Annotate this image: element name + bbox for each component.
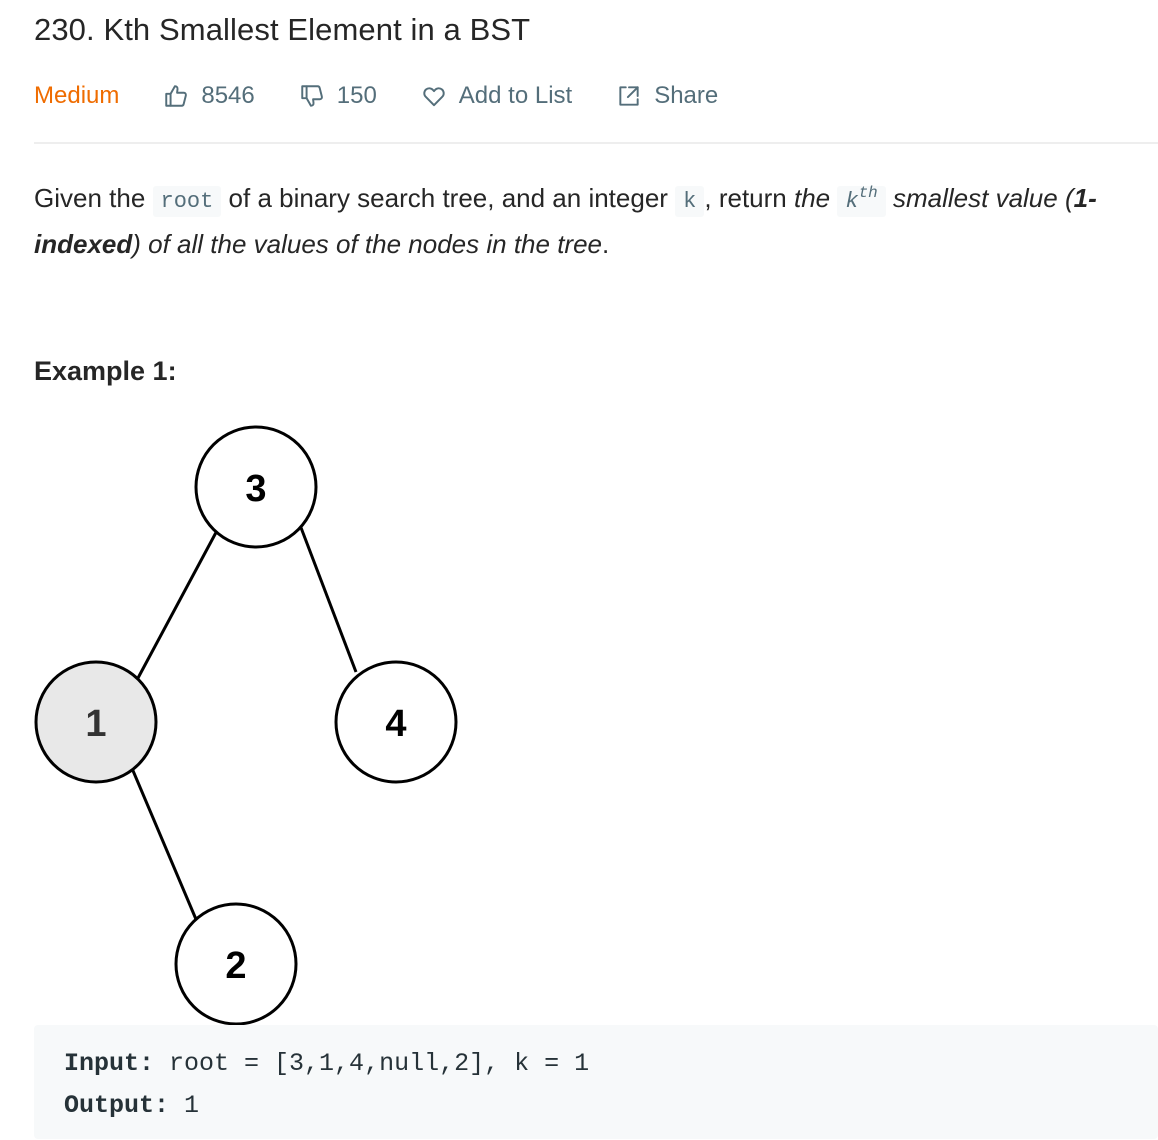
output-label: Output: (64, 1091, 170, 1120)
thumbs-down-icon (301, 85, 323, 107)
superscript-th: th (858, 184, 878, 202)
add-to-list-label: Add to List (458, 82, 573, 109)
tree-node-right: 4 (334, 660, 458, 784)
output-value: 1 (184, 1091, 200, 1120)
share-button[interactable]: Share (616, 82, 718, 110)
example-title: Example 1: (34, 356, 177, 386)
dislike-count: 150 (336, 82, 377, 109)
problem-meta-bar: Medium 8546 150 Add to List Share (34, 78, 762, 114)
problem-description: Given the root of a binary search tree, … (34, 172, 1134, 265)
description-emphasis: the kth smallest value (1-indexed) of al… (34, 183, 1097, 259)
emphasis-the: the (793, 183, 831, 213)
example-code-block: Input: root = [3,1,4,null,2], k = 1 Outp… (34, 1025, 1158, 1139)
code-k-text: k (845, 189, 859, 214)
edge-3-1 (136, 524, 222, 679)
bst-diagram: 3 1 4 2 (34, 425, 458, 1026)
bold-one-indexed: 1-indexed (34, 183, 1097, 259)
like-count: 8546 (201, 82, 255, 109)
description-text: , return (704, 183, 794, 213)
input-label: Input: (64, 1049, 155, 1078)
input-line: Input: root = [3,1,4,null,2], k = 1 (64, 1049, 589, 1078)
node-label: 2 (225, 945, 246, 987)
edge-3-4 (298, 524, 358, 673)
code-k-th: kth (837, 184, 886, 217)
description-period: . (602, 229, 610, 259)
tree-node-highlighted: 1 (34, 660, 158, 784)
heart-icon (423, 87, 445, 107)
code-k: k (675, 186, 705, 217)
output-line: Output: 1 (64, 1091, 199, 1120)
difficulty-badge: Medium (34, 82, 120, 109)
description-text: Given the (34, 183, 153, 213)
header-divider (34, 142, 1158, 144)
emphasis-rest: ) of all the values of the nodes in the … (132, 229, 602, 259)
dislike-button[interactable]: 150 (299, 82, 377, 110)
tree-node-leaf: 2 (174, 902, 298, 1026)
description-text: of a binary search tree, and an integer (221, 183, 676, 213)
code-root: root (152, 186, 222, 217)
tree-node-root: 3 (194, 425, 318, 549)
add-to-list-button[interactable]: Add to List (421, 82, 572, 110)
input-value: root = [3,1,4,null,2], k = 1 (169, 1049, 590, 1078)
share-label: Share (654, 82, 719, 109)
emphasis-smallest-value: smallest value ( (885, 183, 1074, 213)
node-label: 4 (385, 703, 406, 745)
node-label: 3 (245, 468, 266, 510)
thumbs-up-icon (165, 85, 188, 107)
problem-title: 230. Kth Smallest Element in a BST (34, 12, 531, 47)
like-button[interactable]: 8546 (163, 82, 255, 110)
node-label: 1 (85, 703, 106, 745)
share-icon (619, 86, 639, 106)
